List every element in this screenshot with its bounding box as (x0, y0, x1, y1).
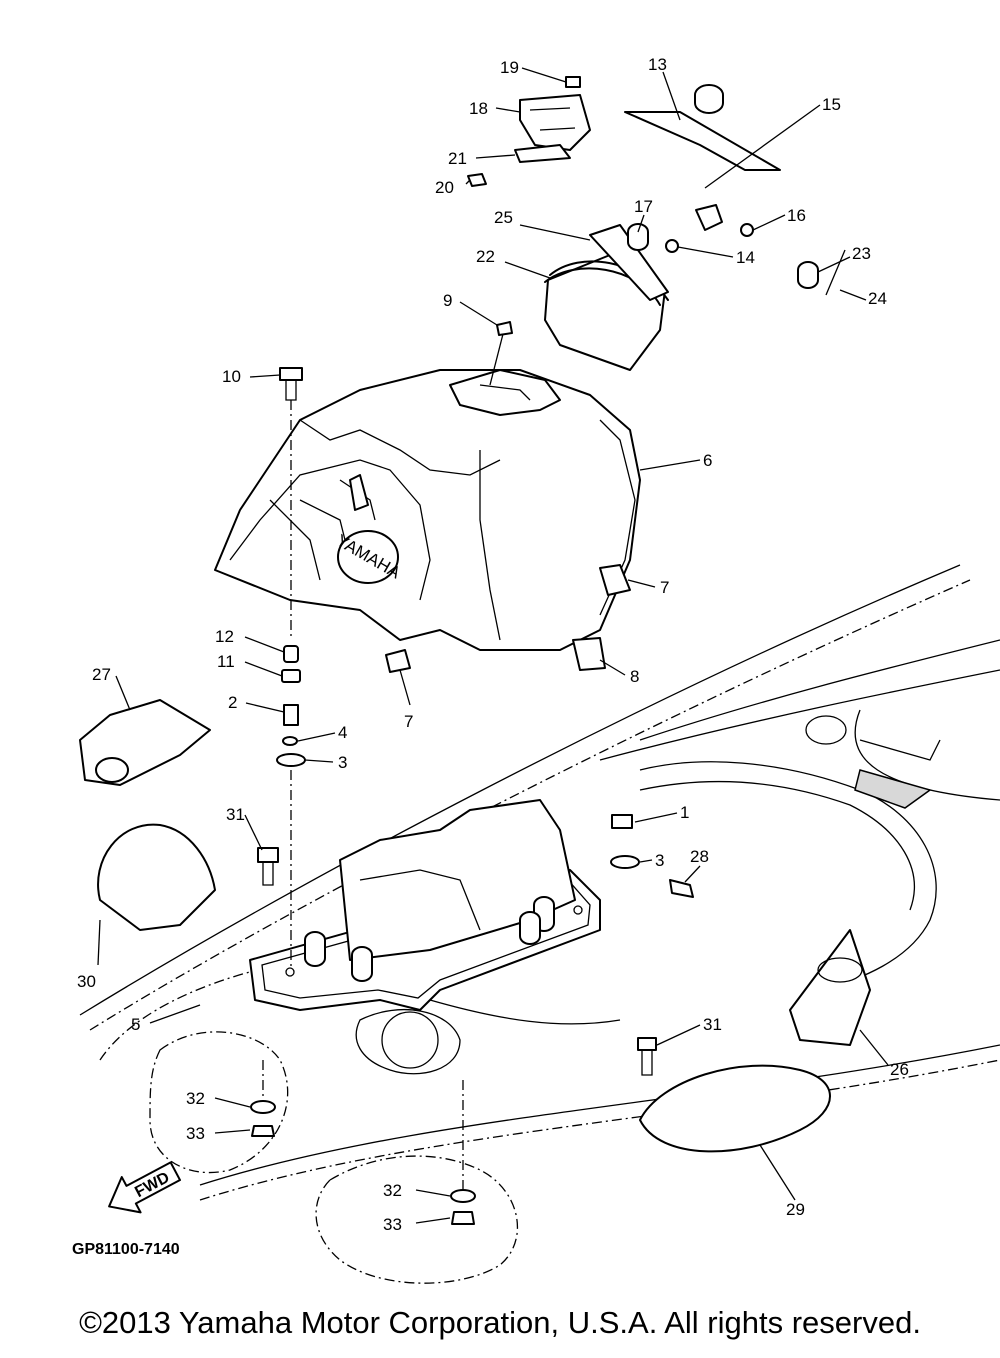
callout-9: 9 (443, 291, 452, 310)
hull-deck (79, 564, 1000, 1284)
side-covers (79, 699, 871, 1153)
leader-lines (97, 67, 889, 1224)
callout-19: 19 (500, 58, 519, 77)
callout-2: 2 (228, 693, 237, 712)
callout-29: 29 (786, 1200, 805, 1219)
lid-frame (544, 224, 669, 371)
callout-24: 24 (868, 289, 887, 308)
callout-16: 16 (787, 206, 806, 225)
callout-26: 26 (890, 1060, 909, 1079)
drawing-code: GP81100-7140 (72, 1241, 180, 1258)
callout-3-left: 3 (338, 753, 347, 772)
callout-30: 30 (77, 972, 96, 991)
copyright-notice: ©2013 Yamaha Motor Corporation, U.S.A. A… (79, 1305, 921, 1340)
callout-14: 14 (736, 248, 755, 267)
callout-27: 27 (92, 665, 111, 684)
callout-31-right: 31 (703, 1015, 722, 1034)
callout-17: 17 (634, 197, 653, 216)
callout-28: 28 (690, 847, 709, 866)
callout-15: 15 (822, 95, 841, 114)
callout-labels: 19 13 18 15 21 20 17 16 25 14 22 23 24 9… (77, 55, 909, 1234)
callout-6: 6 (703, 451, 712, 470)
callout-4: 4 (338, 723, 347, 742)
latch-assembly (514, 84, 846, 296)
callout-21: 21 (448, 149, 467, 168)
callout-32-left: 32 (186, 1089, 205, 1108)
callout-7-upper: 7 (660, 578, 669, 597)
callout-25: 25 (494, 208, 513, 227)
storage-compartment (249, 799, 601, 1011)
callout-5: 5 (131, 1015, 140, 1034)
callout-13: 13 (648, 55, 667, 74)
callout-33-left: 33 (186, 1124, 205, 1143)
front-cover-shroud: YAMAHA (214, 369, 641, 651)
callout-3-right: 3 (655, 851, 664, 870)
callout-23: 23 (852, 244, 871, 263)
callout-7-lower: 7 (404, 712, 413, 731)
callout-22: 22 (476, 247, 495, 266)
callout-8: 8 (630, 667, 639, 686)
fwd-arrow: FWD (108, 1161, 182, 1214)
callout-33-right: 33 (383, 1215, 402, 1234)
callout-20: 20 (435, 178, 454, 197)
callout-1: 1 (680, 803, 689, 822)
callout-12: 12 (215, 627, 234, 646)
callout-11: 11 (217, 652, 235, 671)
fasteners (250, 76, 754, 1225)
callout-10: 10 (222, 367, 241, 386)
callout-18: 18 (469, 99, 488, 118)
callout-32-right: 32 (383, 1181, 402, 1200)
callout-31-left: 31 (226, 805, 245, 824)
